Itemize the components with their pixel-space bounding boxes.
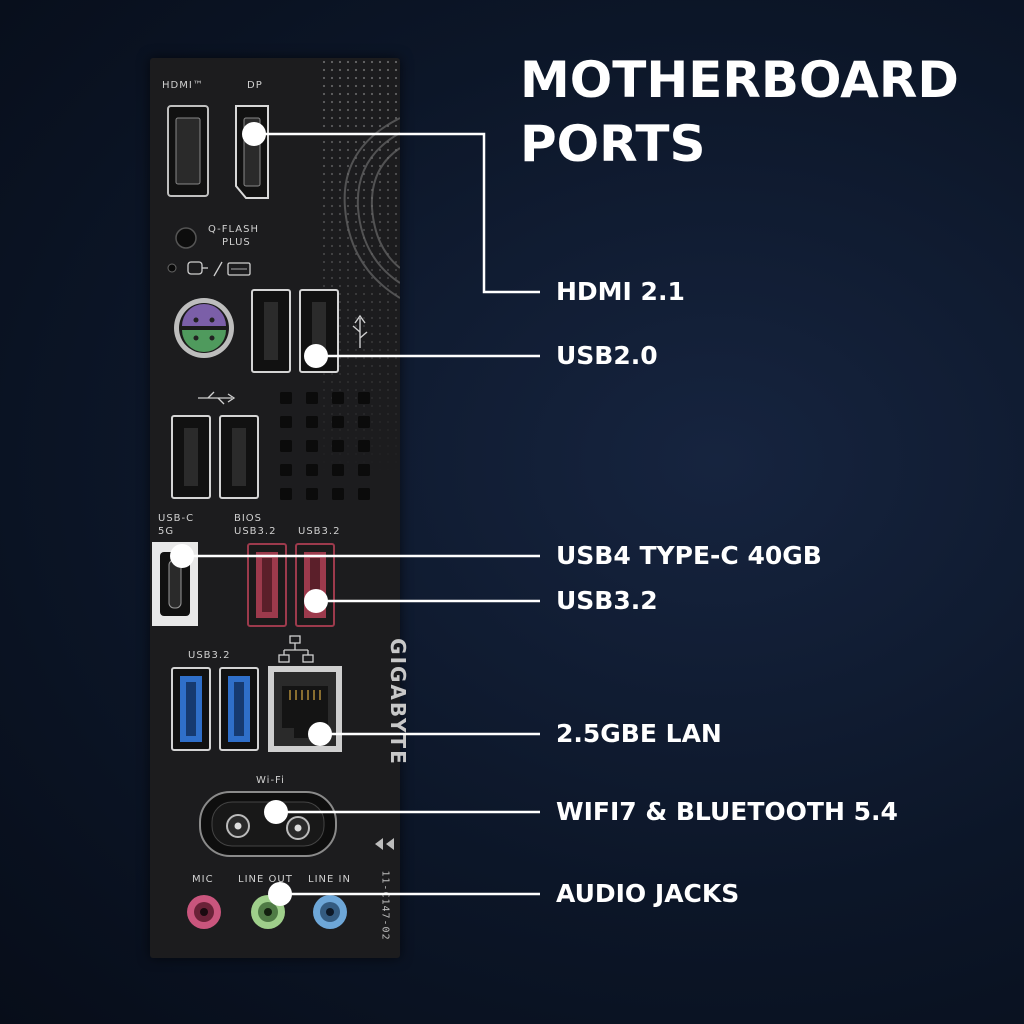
line-in-jack [313,895,347,929]
vent-hole [280,464,292,476]
bios-label-line1: BIOS [234,513,263,524]
brand-logo-text: GIGABYTE [385,638,410,766]
page-title: MOTHERBOARD PORTS [520,48,959,176]
vent-hole [358,416,370,428]
vent-hole [332,416,344,428]
part-number: 11-C147-02 [379,870,391,941]
qflash-label-line1: Q-FLASH [208,224,260,235]
callout-label-usb4: USB4 TYPE-C 40GB [556,541,822,570]
bios-label-line2: USB3.2 [234,526,277,537]
vent-hole [306,416,318,428]
dp-port-label: DP [247,80,263,91]
displayport-port [235,105,269,199]
title-line-2: PORTS [520,115,706,173]
mic-jack [187,895,221,929]
keyboard-icon [227,262,251,276]
decorative-arcs [343,117,400,299]
io-panel: HDMI™ DP Q-FLASH PLUS USB-C 5G BIOS USB3… [150,58,400,958]
usb32-left-label: USB3.2 [188,650,231,661]
callout-label-usb20: USB2.0 [556,341,658,370]
vent-hole [358,488,370,500]
vent-hole [332,440,344,452]
title-line-1: MOTHERBOARD [520,51,959,109]
usb2-port-3 [171,415,211,499]
vent-hole [306,392,318,404]
usb2-port-4 [219,415,259,499]
usb-icon [352,314,368,348]
led-indicator [167,263,177,273]
usbc-label-line2: 5G [158,526,175,537]
usb-icon-horizontal [198,391,236,405]
vent-hole [332,392,344,404]
qflash-label-line2: PLUS [222,237,251,248]
wifi-label: Wi-Fi [256,775,285,786]
callout-label-hdmi: HDMI 2.1 [556,277,685,306]
slash-divider [213,261,223,277]
vent-hole [306,464,318,476]
vent-hole [332,488,344,500]
line-out-jack [251,895,285,929]
callout-label-audio: AUDIO JACKS [556,879,740,908]
callout-label-wifi: WIFI7 & BLUETOOTH 5.4 [556,797,898,826]
vent-hole [332,464,344,476]
wifi-antenna-module [199,791,337,857]
vent-hole [358,392,370,404]
usb32-top-label: USB3.2 [298,526,341,537]
usb2-port-2 [299,289,339,373]
mic-label: MIC [192,874,214,885]
vent-hole [280,488,292,500]
vent-hole [280,440,292,452]
lan-port [268,666,342,752]
callout-label-lan: 2.5GBE LAN [556,719,722,748]
callout-label-usb32: USB3.2 [556,586,658,615]
line-in-label: LINE IN [308,874,351,885]
arrow-icon [375,838,394,850]
ps2-port [174,298,234,358]
usb32-bios-port [247,543,287,627]
usbc-label-line1: USB-C [158,513,195,524]
vent-hole [280,416,292,428]
vent-hole [280,392,292,404]
usb2-port-1 [251,289,291,373]
vent-hole [358,464,370,476]
usb-c-port [152,542,198,626]
qflash-button [175,227,197,249]
usb32-blue-port-2 [219,667,259,751]
line-out-label: LINE OUT [238,874,293,885]
usb32-red-port [295,543,335,627]
vent-hole [306,440,318,452]
hdmi-port-label: HDMI™ [162,80,204,91]
usb32-blue-port-1 [171,667,211,751]
panel-ports [152,105,400,929]
mouse-icon [187,261,208,275]
vent-hole [306,488,318,500]
hdmi-port [167,105,209,197]
network-icon [278,635,314,663]
vent-holes [280,392,370,500]
vent-hole [358,440,370,452]
